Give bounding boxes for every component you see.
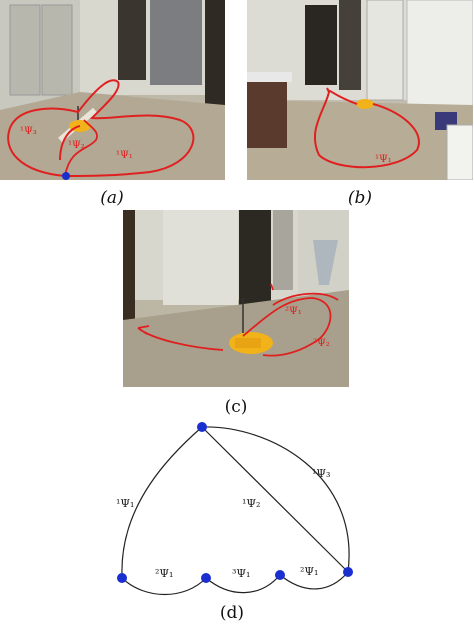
caption-d: (d) <box>219 603 245 623</box>
label-b-psi11: ¹Ψ₁ <box>375 154 392 165</box>
panel-d-graph: ¹Ψ₃ ¹Ψ₁ ¹Ψ₂ ²Ψ₁ ³Ψ₁ ²Ψ₁ <box>100 415 370 600</box>
label-d-psi13: ¹Ψ₃ <box>312 467 330 480</box>
graph-node-1 <box>117 573 127 583</box>
panel-b-photo: ¹Ψ₁ <box>247 0 473 180</box>
label-a-psi11: ¹Ψ₁ <box>116 150 133 161</box>
robot <box>356 99 374 109</box>
edge-psi11 <box>121 426 203 576</box>
trajectory-path <box>137 283 339 357</box>
graph-node-2 <box>201 573 211 583</box>
graph-node-4 <box>343 567 353 577</box>
label-d-psi12: ¹Ψ₂ <box>242 497 260 510</box>
graph-node-3 <box>275 570 285 580</box>
label-a-psi12: ¹Ψ₂ <box>68 140 85 151</box>
start-node <box>62 172 70 180</box>
label-a-psi13: ¹Ψ₃ <box>20 126 37 137</box>
caption-c: (c) <box>224 397 248 417</box>
edge-psi12 <box>201 426 349 573</box>
caption-b: (b) <box>347 188 373 208</box>
caption-a: (a) <box>100 188 124 208</box>
label-d-psi21-right: ²Ψ₁ <box>300 565 318 578</box>
label-d-psi11: ¹Ψ₁ <box>116 497 134 510</box>
label-d-psi21-left: ²Ψ₁ <box>155 567 173 580</box>
edge-psi21-left <box>121 577 207 595</box>
trajectory-path <box>7 79 195 178</box>
label-c-psi22: ²Ψ₂ <box>313 338 330 349</box>
label-d-psi31: ³Ψ₁ <box>232 567 250 580</box>
graph-node-top <box>197 422 207 432</box>
panel-a-photo: ¹Ψ₃ ¹Ψ₂ ¹Ψ₁ <box>0 0 225 180</box>
panel-c-photo: ²Ψ₁ ²Ψ₂ <box>123 210 349 387</box>
label-c-psi21: ²Ψ₁ <box>285 306 302 317</box>
edge-psi31 <box>205 574 281 594</box>
edge-psi13 <box>201 426 350 573</box>
edge-psi21-right <box>279 571 349 590</box>
